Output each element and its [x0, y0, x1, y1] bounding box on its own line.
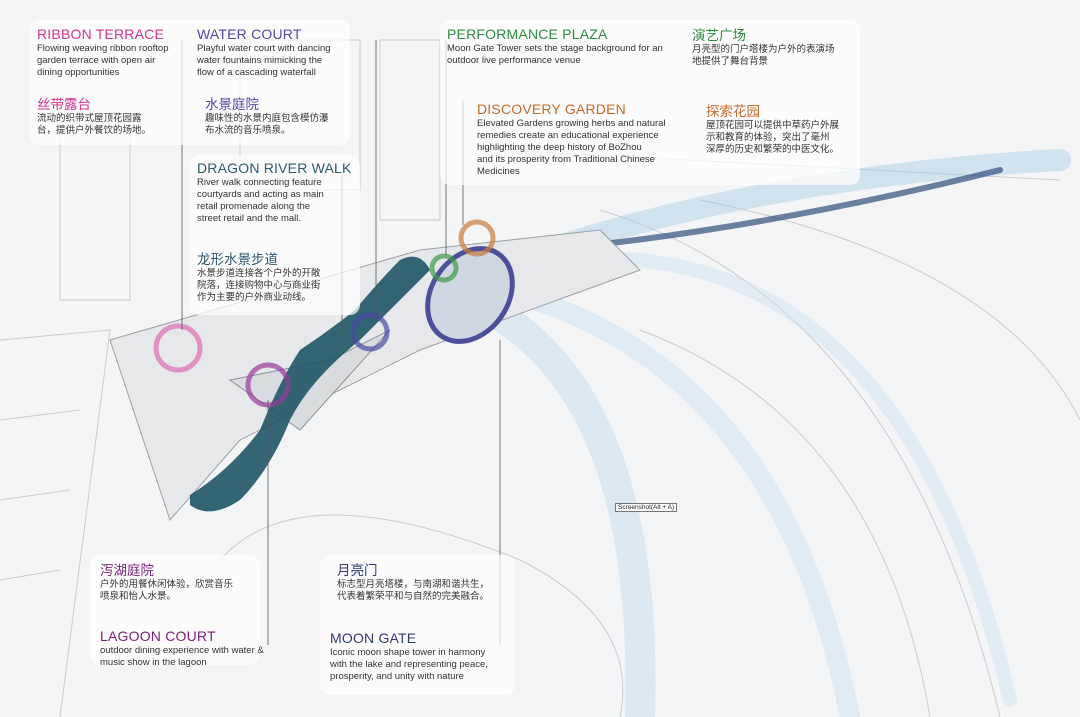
title: RIBBON TERRACE [37, 26, 165, 42]
label-ribbon-terrace: RIBBON TERRACE Flowing weaving ribbon ro… [37, 27, 169, 137]
cn-description: 水景步道连接各个户外的开敞 院落，连接购物中心与商业街 作为主要的户外商业动线。 [197, 268, 321, 303]
card-moon [320, 555, 515, 695]
cn-description: 户外的用餐休闲体验，欣赏音乐 喷泉和怡人水景。 [100, 579, 234, 602]
screenshot-tooltip: Screenshot(Alt + A) [615, 503, 678, 512]
card-ribbon-water [30, 20, 350, 145]
cn-title: 水景庭院 [205, 97, 259, 112]
title: DRAGON RIVER WALK [197, 160, 352, 176]
title: MOON GATE [330, 630, 417, 646]
cn-title: 演艺广场 [692, 28, 746, 43]
label-water-court: WATER COURT Playful water court with dan… [197, 27, 331, 137]
card-dragon [190, 155, 360, 315]
description: Playful water court with dancing water f… [197, 43, 331, 78]
label-moon-gate: MOON GATE Iconic moon shape tower in har… [330, 631, 488, 683]
description: Elevated Gardens growing herbs and natur… [477, 118, 666, 177]
cn-description: 流动的织带式屋顶花园露 台，提供户外餐饮的场地。 [37, 113, 152, 136]
feature-rings [153, 219, 496, 408]
title: DISCOVERY GARDEN [477, 101, 626, 117]
cn-title: 月亮门 [337, 563, 378, 578]
description: Moon Gate Tower sets the stage backgroun… [447, 43, 663, 66]
title: LAGOON COURT [100, 628, 216, 644]
label-lagoon-court: 泻湖庭院 户外的用餐休闲体验，欣赏音乐 喷泉和怡人水景。 LAGOON COUR… [100, 563, 264, 669]
cn-title: 泻湖庭院 [100, 563, 154, 578]
label-discovery-garden: DISCOVERY GARDEN Elevated Gardens growin… [477, 102, 666, 178]
label-moon-gate-cn: 月亮门 标志型月亮塔楼，与南湖和谐共生， 代表着繁荣平和与自然的完美融合。 [337, 563, 489, 603]
cn-description: 月亮型的门户塔楼为户外的表演场 地提供了舞台背景 [692, 44, 835, 67]
cn-description: 屋顶花园可以提供中草药户外展 示和教育的体验，突出了毫州 深厚的历史和繁荣的中医… [706, 120, 840, 155]
card-lagoon [90, 555, 260, 665]
title: WATER COURT [197, 26, 302, 42]
cn-title: 丝带露台 [37, 97, 91, 112]
description: Flowing weaving ribbon rooftop garden te… [37, 43, 169, 78]
label-performance-plaza-cn: 演艺广场 月亮型的门户塔楼为户外的表演场 地提供了舞台背景 [692, 28, 835, 68]
cn-title: 龙形水景步道 [197, 252, 278, 267]
description: Iconic moon shape tower in harmony with … [330, 647, 488, 682]
card-performance-discovery [440, 20, 860, 185]
label-discovery-garden-cn: 探索花园 屋顶花园可以提供中草药户外展 示和教育的体验，突出了毫州 深厚的历史和… [706, 104, 839, 156]
description: River walk connecting feature courtyards… [197, 177, 324, 224]
cn-description: 标志型月亮塔楼，与南湖和谐共生， 代表着繁荣平和与自然的完美融合。 [337, 579, 490, 602]
cn-description: 趣味性的水景内庭包含模仿瀑 布水流的音乐喷泉。 [205, 113, 329, 136]
description: outdoor dining experience with water & m… [100, 645, 264, 668]
label-dragon-river-walk: DRAGON RIVER WALK River walk connecting … [197, 161, 352, 304]
title: PERFORMANCE PLAZA [447, 26, 608, 42]
cn-title: 探索花园 [706, 104, 760, 119]
dragon-sculpture [190, 256, 430, 512]
label-performance-plaza: PERFORMANCE PLAZA Moon Gate Tower sets t… [447, 27, 663, 67]
